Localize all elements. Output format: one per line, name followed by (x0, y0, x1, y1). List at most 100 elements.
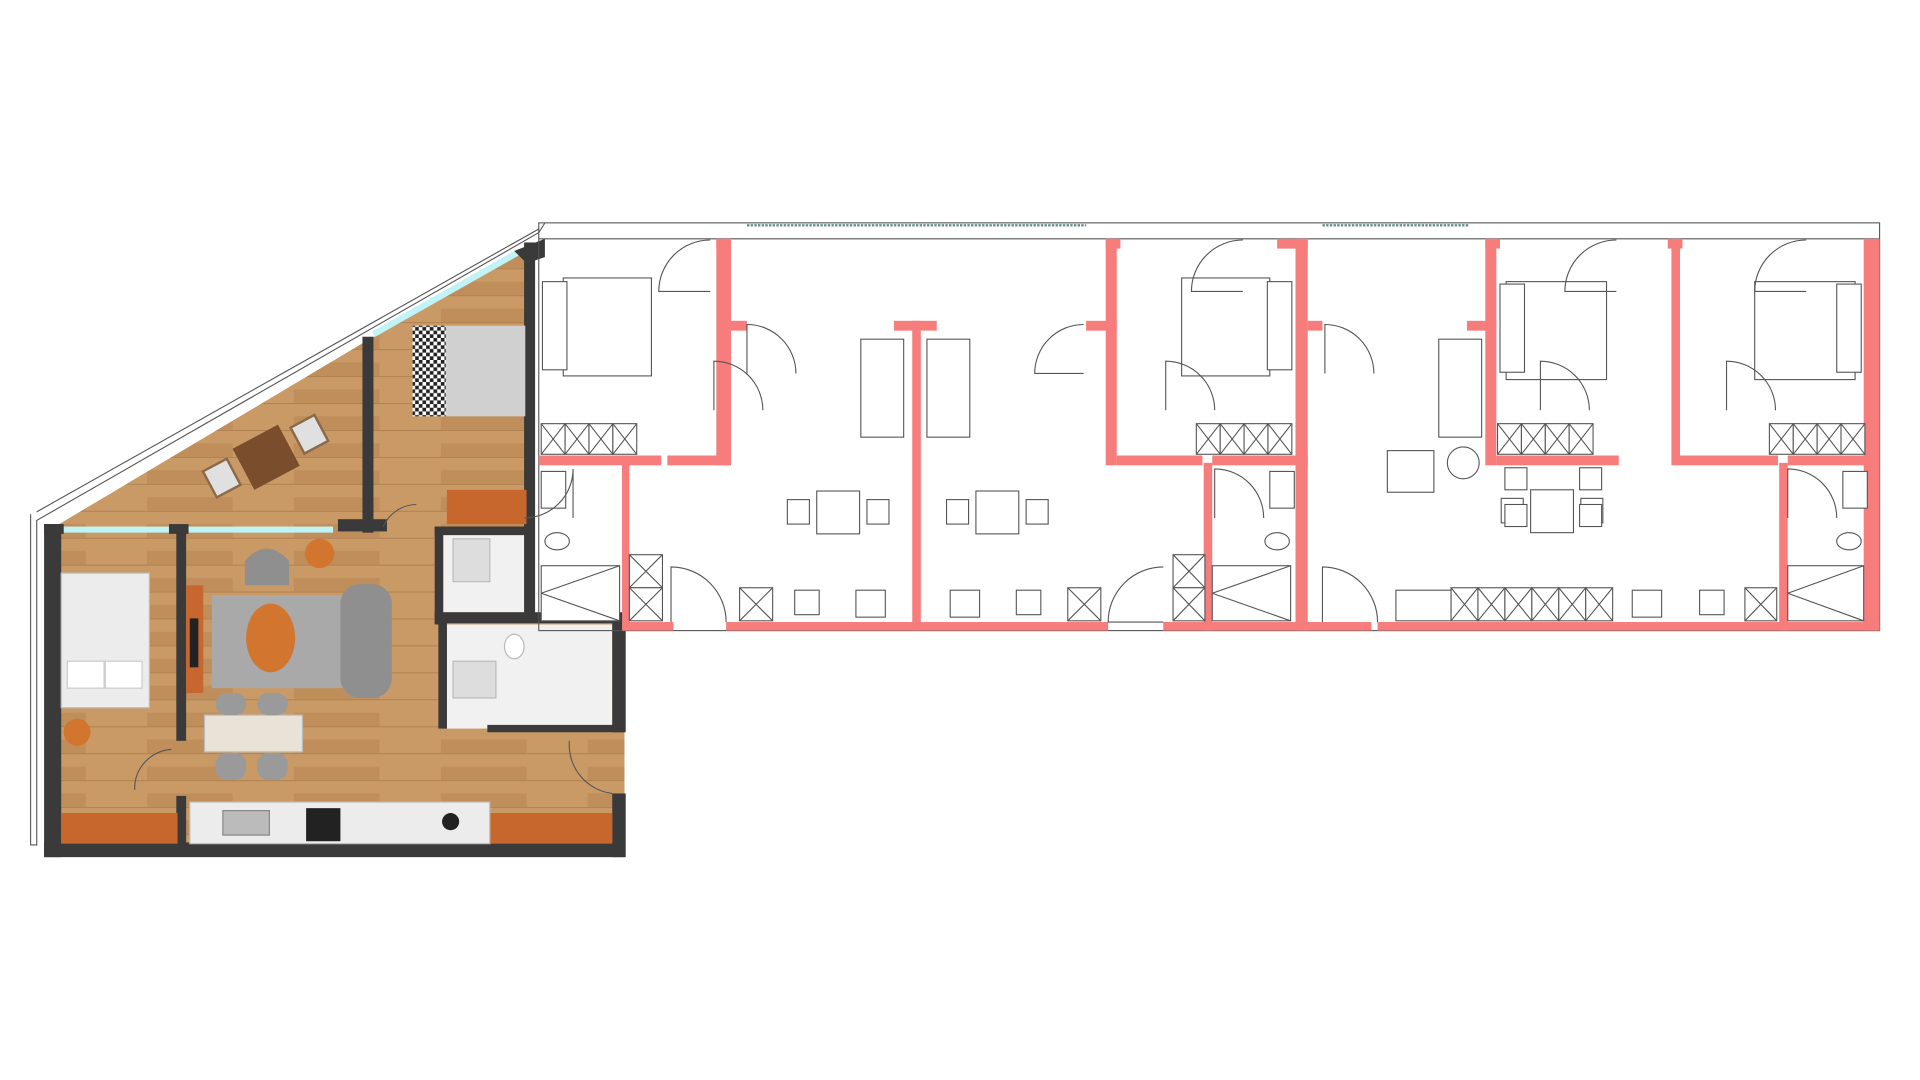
kitchen-unit (794, 589, 820, 616)
dining-chairs (215, 693, 288, 780)
door-swing (1165, 360, 1216, 411)
wardrobe-cross (628, 554, 663, 589)
shower (540, 565, 621, 622)
wardrobe-cross (1067, 587, 1102, 622)
balcony-railing (30, 222, 546, 846)
wall-segment (1377, 622, 1880, 631)
wardrobe-cross (1816, 423, 1842, 455)
wall-segment (716, 238, 732, 249)
balcony-table-set (201, 413, 330, 500)
wall-segment (893, 320, 937, 331)
pillow (104, 660, 143, 689)
kitchen-unit (949, 589, 981, 618)
wall-segment (1163, 622, 1372, 631)
toilet-icon (1836, 532, 1862, 551)
door-swing (1725, 360, 1777, 411)
wall-segment (1466, 320, 1497, 331)
wardrobe-cross (1172, 587, 1206, 622)
door-swing (1787, 468, 1838, 518)
wardrobe-cross (1744, 587, 1778, 622)
wardrobe-cross (1531, 587, 1560, 622)
cooktop-icon (306, 808, 341, 842)
wall-segment (1863, 238, 1880, 631)
nightstand (1499, 283, 1526, 373)
wardrobe-cross (1267, 423, 1293, 455)
door-swing (1107, 566, 1164, 623)
wall-segment (624, 622, 674, 631)
wardrobe-cross (1792, 423, 1818, 455)
bed (562, 277, 652, 377)
shower (1787, 565, 1865, 622)
door-swing (658, 239, 711, 292)
wall-segment (1496, 455, 1619, 466)
door-swing (746, 323, 797, 374)
dining-table (203, 714, 304, 753)
dark-walls (44, 238, 626, 858)
window (186, 526, 334, 533)
door-swing (1190, 239, 1243, 292)
wall-segment (912, 320, 921, 631)
coffee-table (246, 603, 296, 673)
wall-segment (1212, 455, 1308, 466)
washbasin (1842, 470, 1868, 509)
wall-segment (1307, 320, 1323, 331)
wall-segment (622, 462, 630, 631)
wall-segment (1485, 238, 1497, 466)
window-diagonal (371, 248, 522, 337)
armchair (1386, 450, 1435, 493)
red-walls (538, 238, 1880, 631)
wardrobe-cross (564, 423, 590, 455)
dining-table (975, 490, 1020, 535)
wardrobe-cross (1450, 587, 1479, 622)
side-table (304, 538, 335, 569)
dining-table (1530, 489, 1575, 534)
wall-segment (1787, 455, 1868, 466)
sofa (340, 584, 392, 698)
wardrobe-cross (1568, 423, 1594, 455)
round-table (1446, 446, 1480, 480)
chair (866, 499, 890, 525)
kitchen-unit (1631, 589, 1663, 618)
wall-segment (538, 455, 662, 466)
wall-segment (726, 622, 1109, 631)
wall-segment (716, 238, 732, 466)
kitchen-unit (855, 589, 886, 618)
dining-table (816, 490, 861, 535)
chair (945, 499, 970, 525)
wall-segment (1277, 238, 1308, 249)
tv (189, 618, 199, 668)
wall-segment (667, 455, 732, 466)
balcony-railing-inner (36, 228, 540, 513)
wall-segment (1779, 462, 1788, 631)
wardrobe-cross (628, 587, 663, 622)
wardrobe-cross (1504, 587, 1533, 622)
washbasin (540, 470, 567, 509)
sofa (926, 338, 971, 438)
chair (1579, 467, 1603, 491)
line-drawing-units (524, 222, 1881, 632)
shower-lines (1212, 565, 1291, 622)
door-swing (134, 748, 172, 790)
bed (1181, 277, 1271, 377)
nightstand (541, 281, 568, 371)
door-swing (568, 740, 613, 795)
door-swing (1214, 468, 1265, 518)
bed-throw (412, 325, 446, 417)
wall-segment (1295, 238, 1308, 631)
sink-icon (222, 810, 270, 836)
wall-segment (1667, 238, 1683, 249)
sofa (860, 338, 905, 438)
wardrobe-cross (1585, 587, 1614, 622)
side-table (63, 718, 91, 746)
door-swing (1324, 323, 1375, 374)
chair (1025, 499, 1049, 525)
washbasin (1269, 470, 1295, 509)
wardrobe-cross (1544, 423, 1570, 455)
chair (1504, 467, 1528, 491)
door-swing (382, 503, 417, 527)
nightstand (1266, 281, 1293, 371)
toilet-icon (1264, 532, 1290, 551)
wardrobe-cross (612, 423, 638, 455)
wardrobe-cross (1477, 587, 1506, 622)
